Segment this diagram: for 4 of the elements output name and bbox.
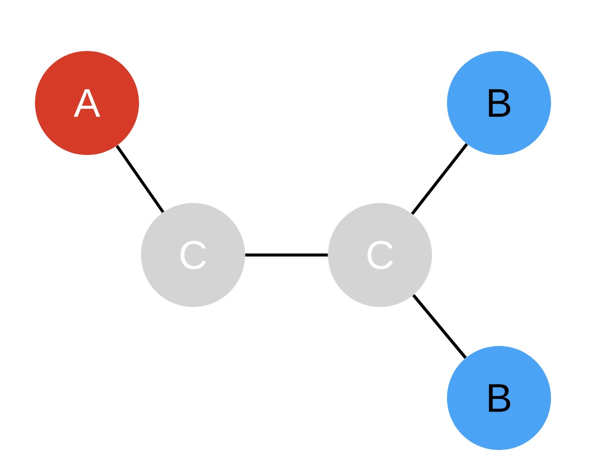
connector-line: [245, 254, 328, 256]
connector-line: [412, 294, 467, 359]
connector-line: [116, 144, 164, 214]
connector-line: [411, 143, 468, 215]
